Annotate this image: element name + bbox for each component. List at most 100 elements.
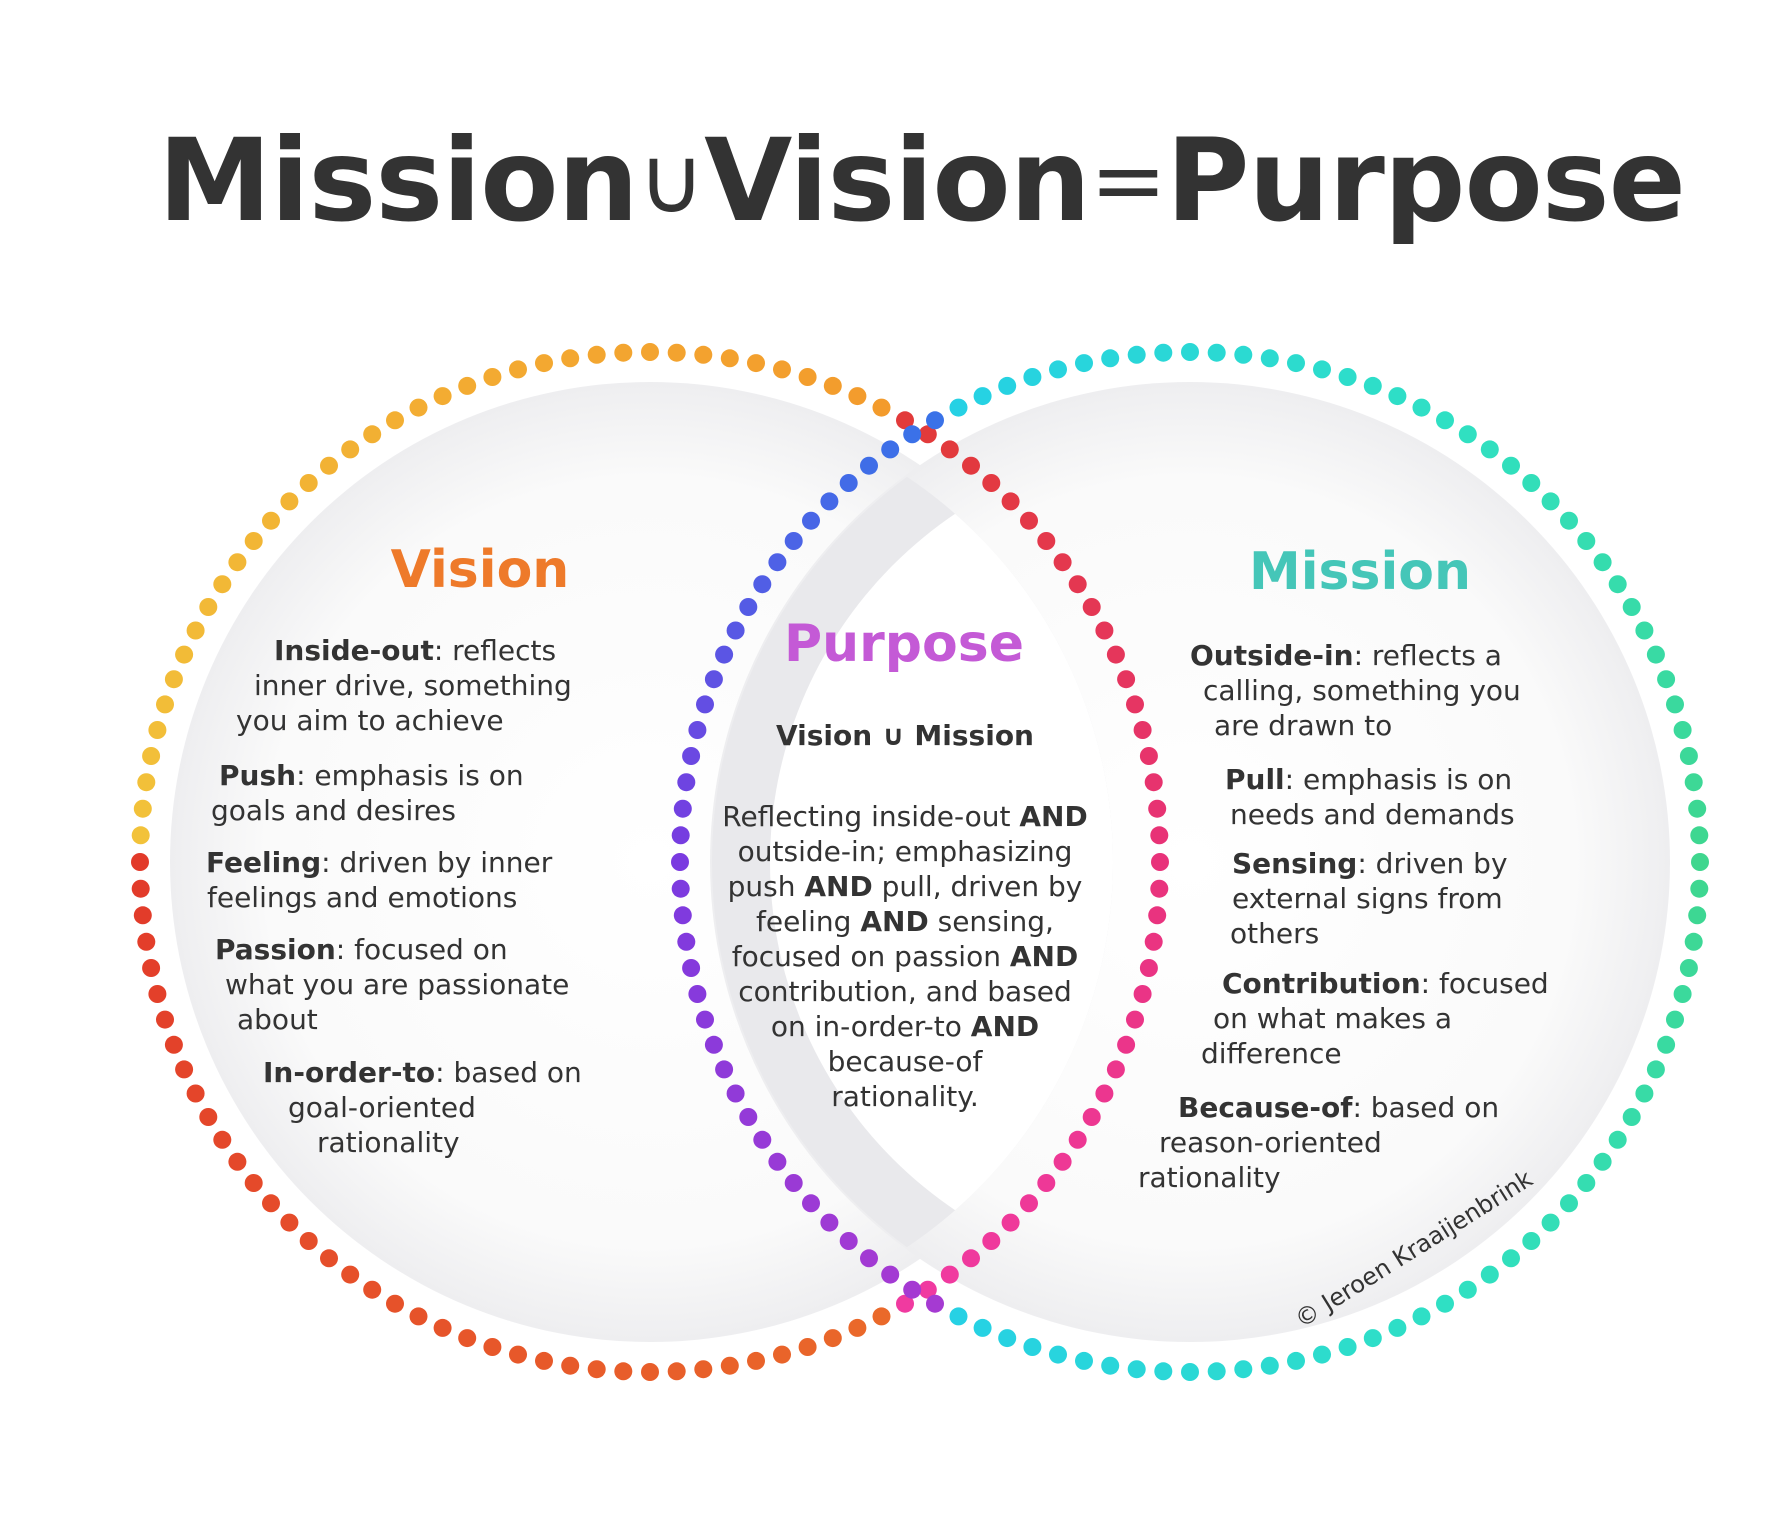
- left-circle-dot: [1151, 853, 1169, 871]
- left-circle-dot: [458, 1329, 477, 1348]
- right-circle-dot: [768, 553, 787, 572]
- right-circle-dot: [1363, 376, 1382, 395]
- right-circle-dot: [926, 411, 944, 430]
- right-circle-dot: [677, 932, 696, 951]
- right-circle-dot: [1287, 1351, 1305, 1370]
- mission-item-outside-in: Outside-in: reflects a calling, somethin…: [1190, 639, 1521, 742]
- right-circle-dot: [1127, 1360, 1146, 1379]
- left-circle-dot: [386, 1294, 404, 1313]
- right-circle-dot: [673, 799, 692, 818]
- left-circle-dot: [341, 440, 360, 459]
- left-circle-dot: [1082, 1108, 1101, 1126]
- right-circle-dot: [860, 456, 878, 475]
- left-circle-dot: [164, 670, 183, 689]
- left-circle-dot: [773, 1345, 791, 1364]
- left-circle-dot: [1001, 492, 1020, 511]
- right-circle-dot: [1673, 985, 1692, 1003]
- right-circle-dot: [1560, 511, 1578, 530]
- headline: Mission ∪ Vision = Purpose: [158, 110, 1686, 250]
- left-circle-dot: [1144, 932, 1163, 951]
- mission-term: Pull: [1225, 763, 1285, 796]
- right-circle-dot: [1412, 398, 1431, 417]
- left-circle-dot: [694, 345, 713, 364]
- right-circle-dot: [1502, 1249, 1520, 1268]
- purpose-line: because-of: [827, 1045, 983, 1078]
- right-circle-dot: [682, 747, 701, 765]
- left-circle-dot: [918, 425, 937, 444]
- mission-term: Outside-in: [1190, 639, 1354, 672]
- right-circle-dot: [1691, 853, 1709, 871]
- left-circle-dot: [1020, 1194, 1038, 1213]
- left-circle-dot: [133, 906, 152, 925]
- right-circle-dot: [682, 959, 701, 977]
- left-circle-dot: [483, 368, 502, 386]
- mission-term: Because-of: [1178, 1091, 1353, 1124]
- left-circle-dot: [1106, 645, 1125, 664]
- left-circle-dot: [1150, 826, 1169, 845]
- right-circle-dot: [1666, 695, 1684, 714]
- left-circle-dot: [1095, 621, 1114, 640]
- right-circle-dot: [998, 1329, 1017, 1348]
- right-circle-dot: [1679, 747, 1698, 765]
- left-circle-dot: [614, 1362, 633, 1381]
- left-circle-dot: [213, 575, 232, 594]
- right-circle-dot: [1181, 343, 1199, 361]
- purpose-title: Purpose: [784, 614, 1024, 674]
- vision-item-in-order-to: In-order-to: based on goal-oriented rati…: [263, 1056, 582, 1159]
- right-circle-dot: [1338, 368, 1357, 386]
- left-circle-dot: [561, 349, 580, 368]
- right-circle-dot: [1684, 773, 1703, 792]
- left-circle-dot: [1037, 1174, 1056, 1192]
- left-circle-dot: [320, 1249, 338, 1268]
- left-circle-dot: [747, 1351, 765, 1370]
- right-circle-dot: [1690, 879, 1709, 898]
- right-circle-dot: [1049, 360, 1067, 379]
- left-circle-dot: [1020, 511, 1038, 530]
- mission-term: Contribution: [1222, 967, 1421, 1000]
- left-circle-dot: [918, 1280, 937, 1299]
- left-circle-dot: [299, 474, 318, 492]
- right-circle-dot: [1666, 1010, 1684, 1029]
- right-circle-dot: [949, 1307, 968, 1326]
- mission-item-because-of: Because-of: based on reason-oriented rat…: [1138, 1091, 1500, 1194]
- left-circle-dot: [1150, 879, 1169, 898]
- mission-item-sensing: Sensing: driven by external signs from o…: [1230, 847, 1508, 950]
- left-circle-dot: [823, 1329, 842, 1348]
- vision-item-push: Push: emphasis is on goals and desires: [211, 759, 524, 827]
- right-circle-dot: [1646, 1060, 1665, 1079]
- vision-item-feeling: Feeling: driven by inner feelings and em…: [206, 846, 553, 914]
- right-circle-dot: [973, 387, 992, 406]
- right-circle-dot: [1593, 1152, 1612, 1171]
- left-circle-dot: [186, 621, 205, 640]
- left-circle-dot: [872, 398, 891, 417]
- left-circle-dot: [244, 532, 263, 550]
- left-circle-dot: [587, 345, 606, 364]
- right-circle-dot: [839, 474, 858, 492]
- right-circle-dot: [1234, 1360, 1253, 1379]
- left-circle-dot: [175, 1060, 194, 1079]
- right-circle-dot: [715, 1060, 734, 1079]
- right-circle-dot: [1688, 906, 1707, 925]
- left-circle-dot: [848, 1318, 867, 1337]
- purpose-line: feeling AND sensing,: [756, 905, 1054, 938]
- purpose-line: push AND pull, driven by: [727, 870, 1083, 903]
- left-circle-dot: [641, 1363, 659, 1381]
- left-circle-dot: [982, 1232, 1001, 1250]
- right-circle-dot: [973, 1318, 992, 1337]
- left-circle-dot: [262, 1194, 280, 1213]
- right-circle-dot: [1458, 1280, 1477, 1299]
- right-circle-dot: [696, 1010, 714, 1029]
- right-circle-dot: [1522, 474, 1541, 492]
- left-circle-dot: [1126, 695, 1144, 714]
- right-circle-dot: [820, 1213, 839, 1232]
- right-circle-dot: [1207, 343, 1226, 362]
- right-circle-dot: [671, 879, 690, 898]
- left-circle-dot: [1133, 721, 1152, 739]
- left-circle-dot: [137, 773, 156, 792]
- left-circle-dot: [483, 1338, 502, 1356]
- left-circle-dot: [199, 1108, 218, 1126]
- right-circle-dot: [1154, 343, 1173, 362]
- headline-mission: Mission: [158, 113, 639, 247]
- left-circle-dot: [363, 425, 382, 444]
